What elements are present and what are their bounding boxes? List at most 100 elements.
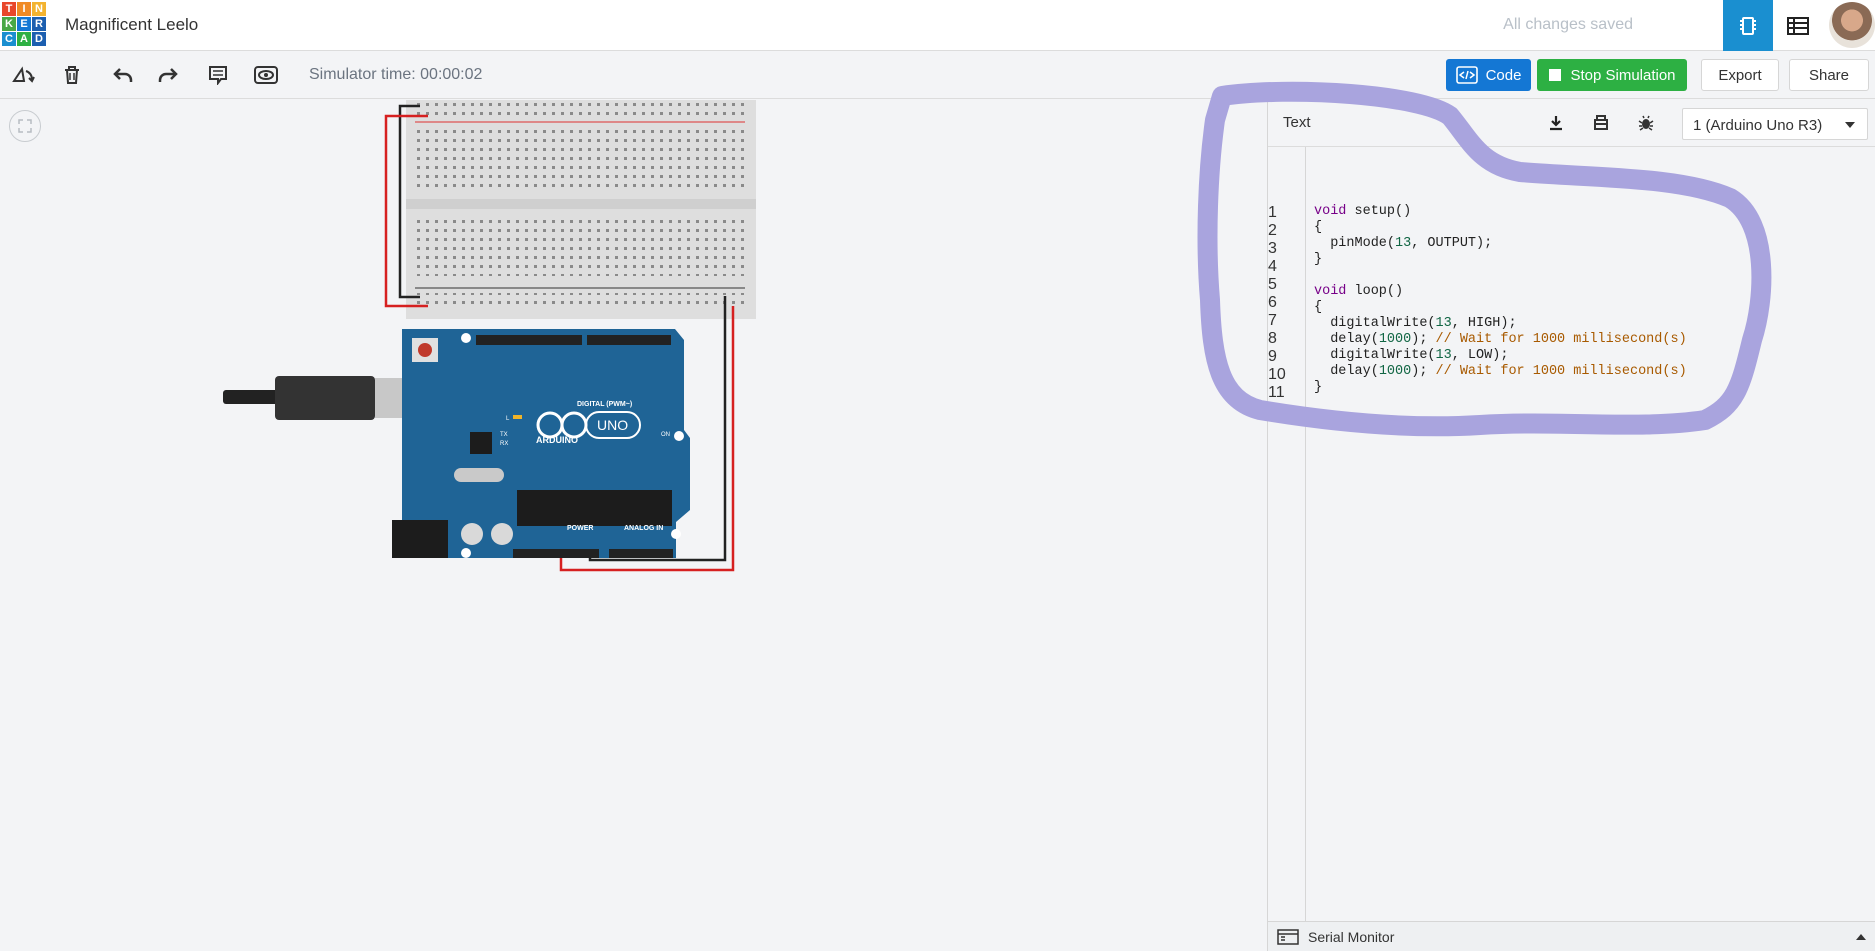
undo-icon [113,68,133,82]
top-bar: T I N K E R C A D Magnificent Leelo All … [0,0,1875,51]
tx-label: TX [500,432,508,438]
code-line [1314,268,1687,284]
code-line: void setup() [1314,204,1412,219]
simulator-time: Simulator time: 00:00:02 [309,66,483,83]
visibility-button[interactable] [250,60,282,90]
code-button[interactable]: Code [1446,59,1531,91]
line-number-gutter [1268,147,1306,921]
code-line: { [1314,300,1323,315]
chevron-up-icon[interactable] [1856,934,1866,940]
circuit-canvas[interactable]: ARDUINO UNO DIGITAL (PWM~) POWER ANALOG … [0,100,1267,951]
list-icon [1787,16,1809,35]
circuit-view-button[interactable] [1723,0,1773,51]
circuit-drawing: ARDUINO UNO DIGITAL (PWM~) POWER ANALOG … [223,100,756,572]
logo-letter: C [2,32,16,46]
logo-letter: D [32,32,46,46]
line-number: 11 [1268,384,1285,401]
line-number: 12 [1268,402,1286,419]
redo-button[interactable] [153,60,185,90]
stop-simulation-button[interactable]: Stop Simulation [1537,59,1687,91]
logo-letter: I [17,2,31,16]
line-number: 7 [1268,312,1277,329]
code-line: pinMode(13, OUTPUT); [1314,236,1493,251]
line-number: 6 [1268,294,1277,311]
serial-monitor-label: Serial Monitor [1308,929,1395,945]
code-icon [1455,66,1478,84]
trash-icon [65,66,79,84]
logo-letter: T [2,2,16,16]
serial-monitor-icon [1277,929,1299,945]
line-number: 8 [1268,330,1277,347]
toolbar: Simulator time: 00:00:02 Code Stop Simul… [0,51,1875,99]
code-line: void loop() [1314,284,1404,299]
tinkercad-logo[interactable]: T I N K E R C A D [2,2,46,46]
component-list-button[interactable] [1773,0,1823,51]
code-line: delay(1000); // Wait for 1000 millisecon… [1314,364,1687,379]
export-button[interactable]: Export [1701,59,1779,91]
fit-view-icon [18,119,32,133]
breadboard[interactable] [406,100,756,319]
wire-ground-rail[interactable] [398,104,420,299]
arduino-model-text: UNO [597,417,628,433]
line-number: 10 [1268,366,1286,383]
notes-button[interactable] [202,60,234,90]
device-select[interactable]: 1 (Arduino Uno R3) [1682,108,1868,140]
code-line: delay(1000); // Wait for 1000 millisecon… [1314,332,1687,347]
logo-letter: R [32,17,46,31]
line-number: 2 [1268,222,1277,239]
logo-letter: K [2,17,16,31]
delete-button[interactable] [56,60,88,90]
serial-monitor-bar[interactable]: Serial Monitor [1268,921,1875,951]
code-panel: Text 1 (Arduino Uno R3) 1 2 3 4 5 6 7 8 … [1267,100,1875,951]
device-select-value: 1 (Arduino Uno R3) [1693,117,1823,134]
logo-letter: E [17,17,31,31]
on-label: ON [661,432,670,438]
code-line: { [1314,220,1323,235]
download-icon [1550,116,1562,131]
share-button[interactable]: Share [1789,59,1869,91]
line-number: 5 [1268,276,1277,293]
code-panel-header: Text 1 (Arduino Uno R3) [1268,100,1875,147]
line-number: 1 [1268,204,1277,221]
code-line: digitalWrite(13, LOW); [1314,348,1509,363]
debugger-button[interactable] [1626,108,1666,138]
led-l [513,415,522,419]
analog-label: ANALOG IN [624,525,663,532]
bug-icon [1638,115,1654,131]
line-numbers: 1 2 3 4 5 6 7 8 9 10 11 12 [1268,204,1302,420]
rx-label: RX [500,441,508,447]
code-button-label: Code [1485,66,1522,84]
redo-icon [158,68,178,82]
code-line: } [1314,380,1323,395]
line-number: 4 [1268,258,1277,275]
circuit-icon [1740,16,1756,35]
code-line: digitalWrite(13, HIGH); [1314,316,1517,331]
fit-view-button[interactable] [9,110,41,142]
led-l-label: L [506,416,510,422]
line-number: 9 [1268,348,1277,365]
libraries-button[interactable] [1581,108,1621,138]
chevron-down-icon [1845,122,1855,128]
code-editor[interactable]: void setup() { pinMode(13, OUTPUT); } vo… [1314,204,1687,396]
stop-simulation-label: Stop Simulation [1570,66,1676,84]
code-mode-select[interactable]: Text [1283,114,1311,131]
rotate-icon [12,66,35,83]
download-code-button[interactable] [1536,108,1576,138]
logo-letter: N [32,2,46,16]
wire-power-rail[interactable] [384,114,428,308]
undo-button[interactable] [106,60,138,90]
user-avatar[interactable] [1829,2,1875,48]
project-title[interactable]: Magnificent Leelo [65,15,199,34]
logo-letter: A [17,32,31,46]
eye-icon [254,66,278,84]
library-icon [1594,115,1608,130]
code-line: } [1314,252,1323,267]
notes-icon [209,66,227,85]
power-label: POWER [567,525,593,532]
rotate-button[interactable] [8,60,40,90]
line-number: 3 [1268,240,1277,257]
arduino-brand-text: ARDUINO [536,435,578,445]
stop-icon [1549,69,1562,81]
digital-label: DIGITAL (PWM~) [577,401,632,408]
arduino-board[interactable]: ARDUINO UNO DIGITAL (PWM~) POWER ANALOG … [392,329,690,558]
